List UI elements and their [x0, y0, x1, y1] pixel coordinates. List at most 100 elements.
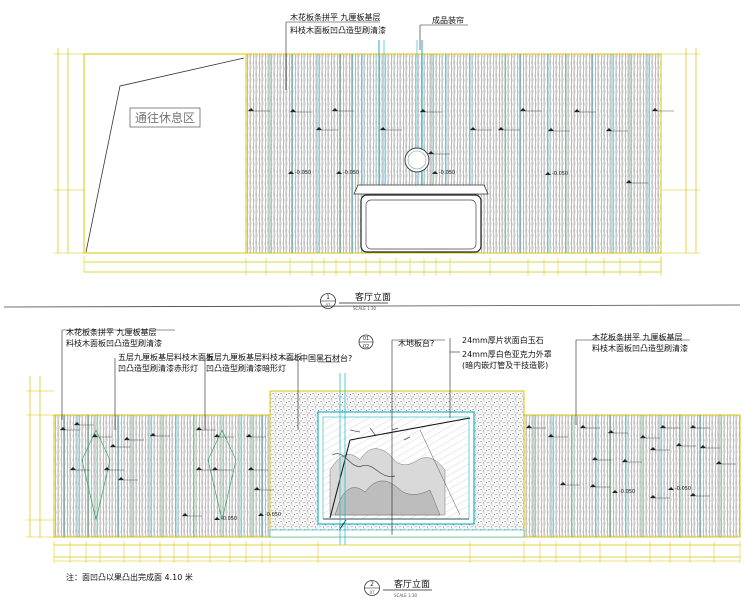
- ink-painting: [329, 427, 446, 516]
- note-left-a-1: 五层九厘板基层料枝木面板: [118, 352, 214, 362]
- note-left-top-1: 木花板条拼平 九厘板基层: [66, 327, 157, 337]
- round-lamp: [404, 147, 430, 173]
- elevation-flag: [626, 180, 632, 183]
- section-marker-bottom: 02: [363, 344, 369, 350]
- elevation-2: -0.050-0.050-0.050-0.050: [26, 327, 741, 598]
- elevation-flag: [420, 109, 426, 112]
- elevation-flag: [70, 467, 76, 470]
- elevation-flag: [380, 127, 386, 130]
- elevation-flag: [526, 425, 532, 428]
- elevation-flag: [612, 490, 618, 493]
- elevation-flag: [316, 127, 322, 130]
- elevation-flag: [196, 427, 202, 430]
- elevation-flag: [590, 484, 596, 487]
- elevation-flag: [650, 495, 656, 498]
- horizontal-dims: [83, 256, 662, 276]
- title-text-2: 客厅立面: [394, 578, 430, 590]
- note-far-right-1: 木花板条拼平 九厘板基层: [592, 332, 683, 342]
- elevation-markers-2: -0.050-0.050-0.050-0.050: [60, 422, 736, 522]
- elevation-label: -0.050: [439, 170, 455, 176]
- elevation-flag: [110, 444, 116, 447]
- elevation-flag: [332, 108, 338, 111]
- room-label: 通往休息区: [135, 110, 195, 125]
- elevation-label: -0.050: [552, 171, 568, 177]
- elevation-flag: [592, 457, 598, 460]
- elevation-flag: [498, 127, 504, 130]
- note-top-left-2: 料枝木面板凹凸造型刷清漆: [290, 25, 386, 35]
- note-left-a-2: 凹凸造型刷清漆赤形灯: [118, 363, 198, 373]
- elevation-flag: [606, 128, 612, 131]
- elevation-1: 通往休息区 -0.050-0.050-0.050-0.050: [54, 12, 700, 311]
- title-sheet-2: 07: [369, 590, 375, 595]
- elevation-flag: [150, 433, 156, 436]
- title-sheet: 07: [325, 303, 331, 308]
- note-left-top-2: 料枝木面板凹凸造型刷清漆: [66, 338, 162, 348]
- note-left-b-2: 凹凸造型刷清漆暗形灯: [206, 363, 286, 373]
- elevation-flag: [660, 425, 666, 428]
- callouts-2: [61, 329, 690, 535]
- elevation-flag: [668, 487, 674, 490]
- elevation-flag: [196, 467, 202, 470]
- elevation-flag: [608, 430, 614, 433]
- elevation-flag: [520, 108, 526, 111]
- elevation-flag: [248, 108, 254, 111]
- elevation-flag: [650, 447, 656, 450]
- reflection-line-4: [419, 429, 461, 516]
- console-top: [353, 184, 489, 195]
- opening-frame: [83, 53, 247, 254]
- elevation-flag: [124, 437, 130, 440]
- note-left-b-1: 五层九厘板基层料枝木面板: [206, 352, 302, 362]
- elevation-flag: [432, 171, 438, 174]
- vertical-dims-right: [661, 48, 700, 254]
- room-label-box: [129, 107, 201, 128]
- elevation-flag: [118, 477, 124, 480]
- elevation-label: -0.050: [221, 516, 237, 522]
- elevation-flag: [182, 513, 188, 516]
- right-wood-panel: [523, 414, 741, 538]
- title-scale-2: SCALE 1:30: [394, 593, 418, 598]
- elevation-flag: [548, 434, 554, 437]
- elevation-label: -0.050: [619, 489, 635, 495]
- elevation-flag: [676, 443, 682, 446]
- elevation-flag: [92, 434, 98, 437]
- elevation-flag: [288, 171, 294, 174]
- sheet-separator: [3, 304, 741, 308]
- elevation-flag: [214, 434, 220, 437]
- elevation-flag: [336, 171, 342, 174]
- elevation-flag: [574, 109, 580, 112]
- elevation-flag: [246, 434, 252, 437]
- section-marker-top: 01: [363, 336, 369, 342]
- elevation-flag: [640, 435, 646, 438]
- elevation-flag: [428, 151, 434, 154]
- console-body: [360, 194, 482, 253]
- elevation-markers: -0.050-0.050-0.050-0.050: [248, 108, 674, 184]
- elevation-flag: [74, 422, 80, 425]
- stone-base: [269, 529, 525, 538]
- elevation-flag: [545, 172, 551, 175]
- title-number-2: 2: [370, 581, 374, 588]
- elevation-label: -0.050: [343, 170, 359, 176]
- elevation-flag: [700, 445, 706, 448]
- elevation-flag: [548, 128, 554, 131]
- elevation-flag: [470, 127, 476, 130]
- elevation-flag: [560, 482, 566, 485]
- elevation-label: -0.050: [265, 512, 281, 518]
- console-inner: [365, 199, 477, 250]
- elevation-flag: [60, 427, 66, 430]
- note-right-b-1: 24mm厚白色亚克力外罩: [462, 349, 552, 359]
- title-text: 客厅立面: [355, 291, 391, 303]
- elevation-flag: [214, 517, 220, 520]
- title-scale: SCALE 1:30: [353, 306, 377, 311]
- elevation-flag: [254, 487, 260, 490]
- opening-diagonal: [85, 57, 245, 253]
- elevation-flag: [104, 467, 110, 470]
- round-lamp-inner: [407, 150, 427, 170]
- elevation-flag: [212, 467, 218, 470]
- elevation-flag: [290, 109, 296, 112]
- note-right-a: 24mm厚片状面白玉石: [462, 335, 544, 345]
- elevation-flag: [716, 461, 722, 464]
- note-far-right-2: 料枝木面板凹凸造型刷清漆: [592, 343, 688, 353]
- note-top-left-1: 木花板条拼平 九厘板基层: [290, 12, 381, 22]
- elevation-flag: [690, 425, 696, 428]
